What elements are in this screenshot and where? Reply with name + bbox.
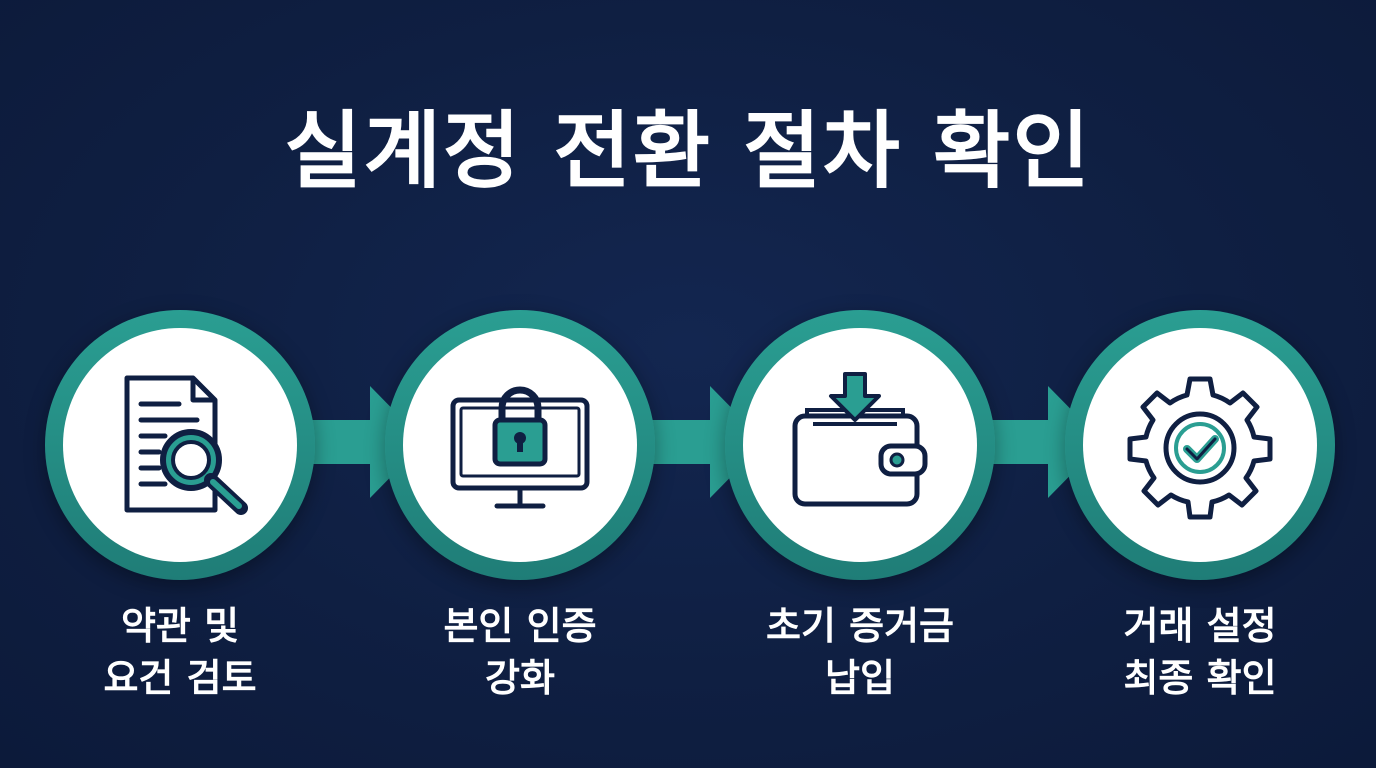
step-3-label: 초기 증거금 납입 <box>765 604 955 700</box>
document-magnifier-icon <box>124 375 248 515</box>
step-1-circle <box>45 310 315 580</box>
step-3-circle <box>725 310 995 580</box>
gear-check-icon <box>1127 376 1273 520</box>
process-flow <box>0 300 1376 600</box>
step-4-circle <box>1065 310 1335 580</box>
monitor-lock-icon <box>450 386 590 509</box>
step-2-circle <box>385 310 655 580</box>
step-4-label: 거래 설정 최종 확인 <box>1123 604 1277 700</box>
step-1-label: 약관 및 요건 검토 <box>103 604 257 700</box>
step-2-label: 본인 인증 강화 <box>443 604 597 700</box>
wallet-deposit-icon <box>792 372 928 507</box>
page-title: 실계정 전환 절차 확인 <box>284 102 1092 200</box>
